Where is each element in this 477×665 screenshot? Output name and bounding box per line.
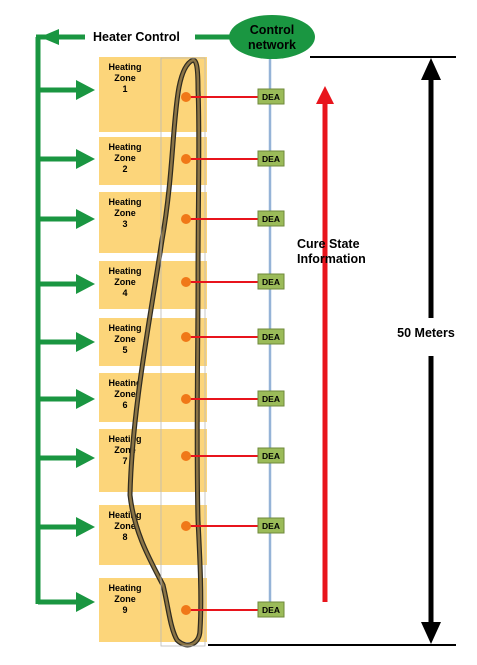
heating-zone-label: Heating bbox=[108, 197, 141, 207]
zone-control-arrowhead-3 bbox=[76, 209, 95, 229]
heating-zone-box bbox=[99, 429, 207, 492]
dea-sensor-box bbox=[257, 447, 285, 464]
dea-sensor-box bbox=[257, 390, 285, 407]
heating-zone-label: Zone bbox=[114, 73, 136, 83]
dea-sensor-label: DEA bbox=[262, 394, 280, 404]
sensor-probe-dot bbox=[181, 92, 191, 102]
heating-zone-label: 9 bbox=[122, 605, 127, 615]
heating-zone-label: Zone bbox=[114, 334, 136, 344]
heating-zone-label: 1 bbox=[122, 84, 127, 94]
heating-zone-label: Zone bbox=[114, 445, 136, 455]
heating-zone-label: Heating bbox=[108, 583, 141, 593]
dea-sensor-label: DEA bbox=[262, 277, 280, 287]
heating-zone-label: 6 bbox=[122, 400, 127, 410]
sensor-row-5: DEA bbox=[181, 328, 285, 345]
length-label: 50 Meters bbox=[397, 326, 455, 340]
heater-control-tree bbox=[35, 29, 230, 612]
heating-zone-label: 4 bbox=[122, 288, 127, 298]
cable-loop bbox=[127, 57, 206, 648]
dea-sensor-box bbox=[257, 517, 285, 534]
sensor-probe-dot bbox=[181, 332, 191, 342]
sensor-row-9: DEA bbox=[181, 601, 285, 618]
control-network-label-line1: Control bbox=[250, 23, 294, 37]
heating-zone-box bbox=[99, 505, 207, 565]
cure-state-label-line1: Cure State bbox=[297, 237, 360, 251]
dea-sensor-label: DEA bbox=[262, 154, 280, 164]
dea-sensor-label: DEA bbox=[262, 92, 280, 102]
heating-zone-label: Zone bbox=[114, 277, 136, 287]
heating-zone-label: Zone bbox=[114, 389, 136, 399]
heating-zone-label: 2 bbox=[122, 164, 127, 174]
zone-control-arrowhead-5 bbox=[76, 332, 95, 352]
length-dimension bbox=[208, 56, 456, 646]
sensor-probe-dot bbox=[181, 394, 191, 404]
cure-state-label-line2: Information bbox=[297, 252, 366, 266]
dea-sensor-box bbox=[257, 273, 285, 290]
heater-control-top-arrowhead bbox=[40, 29, 59, 45]
sensor-row-7: DEA bbox=[181, 447, 285, 464]
dea-sensor-label: DEA bbox=[262, 451, 280, 461]
dea-sensors: DEA DEA DEA DEA DEA DEA DEA DEA DEA bbox=[181, 88, 285, 618]
zone-control-arrowhead-2 bbox=[76, 149, 95, 169]
sensor-probe-dot bbox=[181, 154, 191, 164]
sensor-row-2: DEA bbox=[181, 150, 285, 167]
heater-control-label: Heater Control bbox=[93, 30, 180, 44]
heating-zone-label: 3 bbox=[122, 219, 127, 229]
heating-zone-label: 5 bbox=[122, 345, 127, 355]
heating-zone-label: Heating bbox=[108, 434, 141, 444]
sensor-probe-dot bbox=[181, 277, 191, 287]
dea-sensor-box bbox=[257, 210, 285, 227]
heating-zone-label: 7 bbox=[122, 456, 127, 466]
dea-sensor-box bbox=[257, 150, 285, 167]
sensor-row-8: DEA bbox=[181, 517, 285, 534]
control-network-node: Control network bbox=[229, 15, 315, 59]
heating-zone-label: Heating bbox=[108, 510, 141, 520]
heating-zone-label: Zone bbox=[114, 208, 136, 218]
zone-control-arrowhead-8 bbox=[76, 517, 95, 537]
dea-sensor-label: DEA bbox=[262, 332, 280, 342]
heating-zones: HeatingZone1HeatingZone2HeatingZone3Heat… bbox=[99, 57, 207, 642]
dea-sensor-label: DEA bbox=[262, 605, 280, 615]
heating-zone-label: Heating bbox=[108, 378, 141, 388]
heating-zone-label: Zone bbox=[114, 521, 136, 531]
dea-sensor-label: DEA bbox=[262, 214, 280, 224]
dea-sensor-box bbox=[257, 601, 285, 618]
zone-control-arrowhead-6 bbox=[76, 389, 95, 409]
control-network-label-line2: network bbox=[248, 38, 296, 52]
heating-zone-label: Zone bbox=[114, 153, 136, 163]
sensor-probe-dot bbox=[181, 214, 191, 224]
heating-zone-label: 8 bbox=[122, 532, 127, 542]
cure-state-arrow bbox=[316, 86, 334, 602]
heating-zone-label: Zone bbox=[114, 594, 136, 604]
dea-sensor-box bbox=[257, 328, 285, 345]
sensor-row-3: DEA bbox=[181, 210, 285, 227]
dea-sensor-box bbox=[257, 88, 285, 105]
heating-zone-box bbox=[99, 318, 207, 366]
zone-control-arrowhead-7 bbox=[76, 448, 95, 468]
heating-zone-label: Heating bbox=[108, 62, 141, 72]
sensor-row-1: DEA bbox=[181, 88, 285, 105]
sensor-probe-dot bbox=[181, 605, 191, 615]
dea-sensor-label: DEA bbox=[262, 521, 280, 531]
heating-zone-label: Heating bbox=[108, 323, 141, 333]
zone-control-arrowhead-4 bbox=[76, 274, 95, 294]
sensor-probe-dot bbox=[181, 521, 191, 531]
zone-control-arrowhead-1 bbox=[76, 80, 95, 100]
sensor-row-6: DEA bbox=[181, 390, 285, 407]
sensor-row-4: DEA bbox=[181, 273, 285, 290]
heating-zone-label: Heating bbox=[108, 266, 141, 276]
zone-control-arrowhead-9 bbox=[76, 592, 95, 612]
sensor-probe-dot bbox=[181, 451, 191, 461]
heating-zone-label: Heating bbox=[108, 142, 141, 152]
